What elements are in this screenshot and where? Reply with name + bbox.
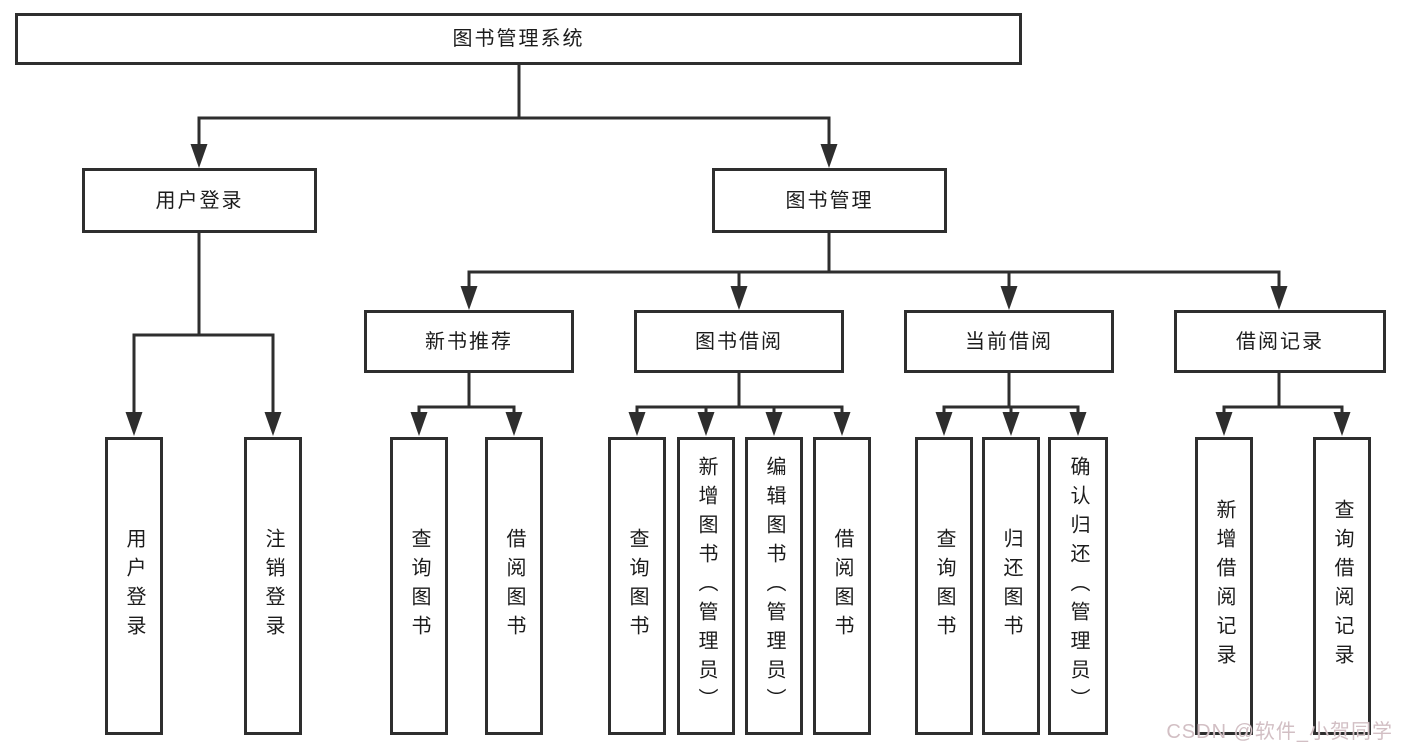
leaf-records-add-record-label: 新增借阅记录 xyxy=(1213,499,1235,673)
leaf-user-logout: 注销登录 xyxy=(244,437,302,735)
connector-book-management-branch xyxy=(467,231,1281,289)
leaf-records-add-record: 新增借阅记录 xyxy=(1195,437,1253,735)
leaf-borrow-borrow-books-label: 借阅图书 xyxy=(831,528,853,644)
leaf-user-login-label: 用户登录 xyxy=(123,528,145,644)
leaf-records-query-record-label: 查询借阅记录 xyxy=(1331,499,1353,673)
node-user-login-label: 用户登录 xyxy=(155,189,244,212)
leaf-borrow-edit-books-admin: 编辑图书（管理员） xyxy=(745,437,803,735)
node-root-system: 图书管理系统 xyxy=(15,13,1022,65)
node-book-management-label: 图书管理 xyxy=(785,189,874,212)
connector-module-branches xyxy=(417,371,1344,416)
leaf-user-logout-label: 注销登录 xyxy=(262,528,284,644)
leaf-current-query-books-label: 查询图书 xyxy=(933,528,955,644)
leaf-borrow-query-books: 查询图书 xyxy=(608,437,666,735)
leaf-borrow-query-books-label: 查询图书 xyxy=(626,528,648,644)
leaf-records-query-record: 查询借阅记录 xyxy=(1313,437,1371,735)
node-book-borrow-label: 图书借阅 xyxy=(695,330,783,353)
arrowhead-icons xyxy=(125,144,1351,436)
node-root-label: 图书管理系统 xyxy=(452,28,585,50)
connector-user-login-branch xyxy=(132,231,275,416)
leaf-current-return-books: 归还图书 xyxy=(982,437,1040,735)
leaf-borrow-add-books-admin-label: 新增图书（管理员） xyxy=(695,455,717,717)
leaf-borrow-borrow-books: 借阅图书 xyxy=(813,437,871,735)
csdn-watermark: CSDN @软件_小贺同学 xyxy=(1166,721,1393,743)
connector-root-to-level2 xyxy=(197,63,831,148)
node-borrow-records-label: 借阅记录 xyxy=(1236,330,1324,353)
node-book-management: 图书管理 xyxy=(712,168,947,233)
leaf-current-confirm-return-admin-label: 确认归还（管理员） xyxy=(1067,455,1089,717)
node-current-borrow: 当前借阅 xyxy=(904,310,1114,373)
node-user-login: 用户登录 xyxy=(82,168,317,233)
node-current-borrow-label: 当前借阅 xyxy=(965,330,1053,353)
node-borrow-records: 借阅记录 xyxy=(1174,310,1386,373)
leaf-newbook-borrow-books-label: 借阅图书 xyxy=(503,528,525,644)
leaf-user-login: 用户登录 xyxy=(105,437,163,735)
node-book-borrow: 图书借阅 xyxy=(634,310,844,373)
leaf-borrow-edit-books-admin-label: 编辑图书（管理员） xyxy=(763,455,785,717)
node-new-book-recommend-label: 新书推荐 xyxy=(425,330,513,353)
leaf-newbook-query-books-label: 查询图书 xyxy=(408,528,430,644)
node-new-book-recommend: 新书推荐 xyxy=(364,310,574,373)
leaf-current-return-books-label: 归还图书 xyxy=(1000,528,1022,644)
leaf-borrow-add-books-admin: 新增图书（管理员） xyxy=(677,437,735,735)
leaf-current-query-books: 查询图书 xyxy=(915,437,973,735)
leaf-newbook-borrow-books: 借阅图书 xyxy=(485,437,543,735)
leaf-newbook-query-books: 查询图书 xyxy=(390,437,448,735)
leaf-current-confirm-return-admin: 确认归还（管理员） xyxy=(1048,437,1108,735)
